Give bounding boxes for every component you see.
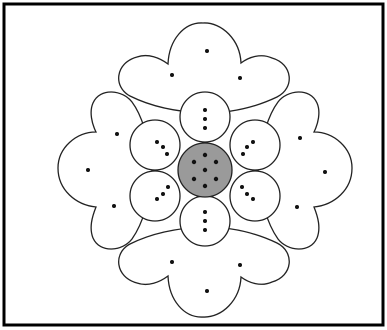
center-dot [192, 160, 196, 164]
center-dot [203, 168, 207, 172]
outer-dot [205, 49, 209, 53]
inner-dot [241, 152, 245, 156]
outer-dot [323, 170, 327, 174]
outer-dot [86, 168, 90, 172]
inner-dot [245, 145, 249, 149]
outer-dot [115, 132, 119, 136]
inner-circle-upper-right [230, 120, 280, 170]
inner-dot [155, 140, 159, 144]
inner-dot [203, 126, 207, 130]
outer-dot [205, 289, 209, 293]
inner-dot [203, 117, 207, 121]
inner-dot [240, 185, 244, 189]
center-dot [203, 153, 207, 157]
inner-dot [161, 145, 165, 149]
center-dot [214, 177, 218, 181]
inner-dot [203, 228, 207, 232]
inner-dot [155, 197, 159, 201]
outer-dot [238, 76, 242, 80]
inner-dot [251, 197, 255, 201]
inner-circle-lower-right [230, 171, 280, 221]
inner-dot [165, 152, 169, 156]
inner-dot [161, 192, 165, 196]
center-dot [192, 177, 196, 181]
outer-dot [298, 136, 302, 140]
center-dot [203, 184, 207, 188]
inner-dot [245, 192, 249, 196]
center-dot [214, 160, 218, 164]
outer-dot [170, 73, 174, 77]
outer-dot [170, 260, 174, 264]
outer-dot [238, 263, 242, 267]
inner-dot [203, 108, 207, 112]
inner-circle-lower-left [130, 171, 180, 221]
inner-dot [203, 210, 207, 214]
outer-dot [295, 205, 299, 209]
outer-dot [112, 204, 116, 208]
inner-dot [203, 219, 207, 223]
inner-dot [251, 140, 255, 144]
inner-dot [166, 185, 170, 189]
inner-circle-upper-left [130, 120, 180, 170]
